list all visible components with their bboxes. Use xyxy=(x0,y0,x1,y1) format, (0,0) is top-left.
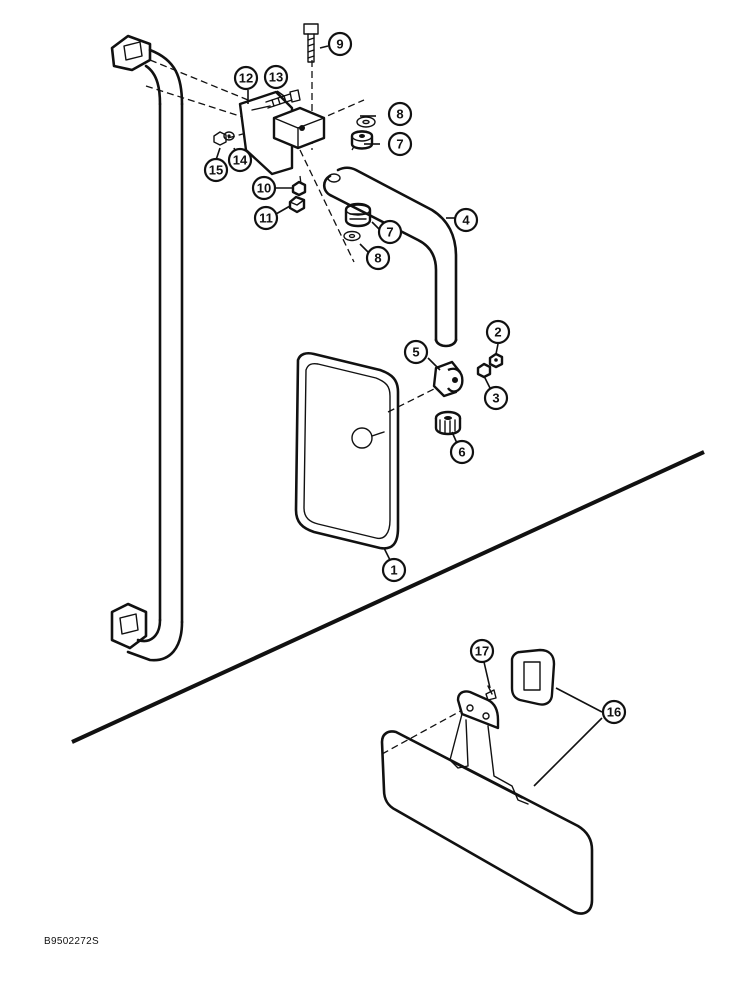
clamp-7-lower xyxy=(344,202,372,228)
svg-text:8: 8 xyxy=(374,251,381,266)
divider-line xyxy=(71,450,705,744)
bolt-13 xyxy=(265,89,301,109)
nut-15 xyxy=(213,131,227,146)
svg-text:6: 6 xyxy=(458,445,465,460)
callout-15: 15 xyxy=(203,157,229,183)
callout-8-top: 8 xyxy=(387,101,413,127)
svg-text:16: 16 xyxy=(607,705,621,720)
washer-10 xyxy=(291,180,307,197)
callout-10: 10 xyxy=(251,175,277,201)
callout-1: 1 xyxy=(381,557,407,583)
nut-11 xyxy=(288,195,306,214)
screw-17 xyxy=(485,685,497,701)
callout-16: 16 xyxy=(601,699,627,725)
mirror xyxy=(294,351,400,550)
callout-4: 4 xyxy=(453,207,479,233)
callout-3: 3 xyxy=(483,385,509,411)
svg-text:12: 12 xyxy=(239,71,253,86)
callout-7-top: 7 xyxy=(387,131,413,157)
visor-clip xyxy=(510,648,556,706)
svg-text:4: 4 xyxy=(462,213,470,228)
callout-11: 11 xyxy=(253,205,279,231)
svg-text:13: 13 xyxy=(269,70,283,85)
callout-8-lower: 8 xyxy=(365,245,391,271)
knurled-nut-6 xyxy=(434,410,462,436)
svg-text:11: 11 xyxy=(259,211,273,226)
svg-text:15: 15 xyxy=(209,163,223,178)
callout-13: 13 xyxy=(263,64,289,90)
ball-clamp xyxy=(387,360,464,413)
svg-text:7: 7 xyxy=(386,225,393,240)
svg-text:3: 3 xyxy=(492,391,499,406)
washer-8-top xyxy=(356,116,376,128)
callout-6: 6 xyxy=(449,439,475,465)
svg-text:2: 2 xyxy=(494,325,501,340)
mirror-bracket xyxy=(238,90,326,176)
callout-5: 5 xyxy=(403,339,429,365)
callout-7-lower: 7 xyxy=(377,219,403,245)
svg-text:10: 10 xyxy=(257,181,271,196)
clamp-7-top xyxy=(350,130,374,150)
nut-3 xyxy=(476,362,492,379)
washer-14 xyxy=(223,131,235,141)
callout-12: 12 xyxy=(233,65,259,91)
nut-2 xyxy=(488,352,504,369)
svg-text:9: 9 xyxy=(336,37,343,52)
callout-14: 14 xyxy=(227,147,253,173)
svg-text:14: 14 xyxy=(233,153,248,168)
svg-text:17: 17 xyxy=(475,644,489,659)
svg-text:7: 7 xyxy=(396,137,403,152)
grab-handle xyxy=(110,34,184,662)
mirror-arm xyxy=(322,166,458,348)
assembly-lines-upper xyxy=(145,59,365,263)
sun-visor xyxy=(380,690,594,915)
washer-8-lower xyxy=(343,230,361,242)
figure-code: B9502272S xyxy=(44,936,99,947)
svg-text:1: 1 xyxy=(390,563,397,578)
bolt-9 xyxy=(303,23,319,63)
svg-text:5: 5 xyxy=(412,345,419,360)
svg-text:8: 8 xyxy=(396,107,403,122)
callout-2: 2 xyxy=(485,319,511,345)
callout-9: 9 xyxy=(327,31,353,57)
callout-17: 17 xyxy=(469,638,495,664)
